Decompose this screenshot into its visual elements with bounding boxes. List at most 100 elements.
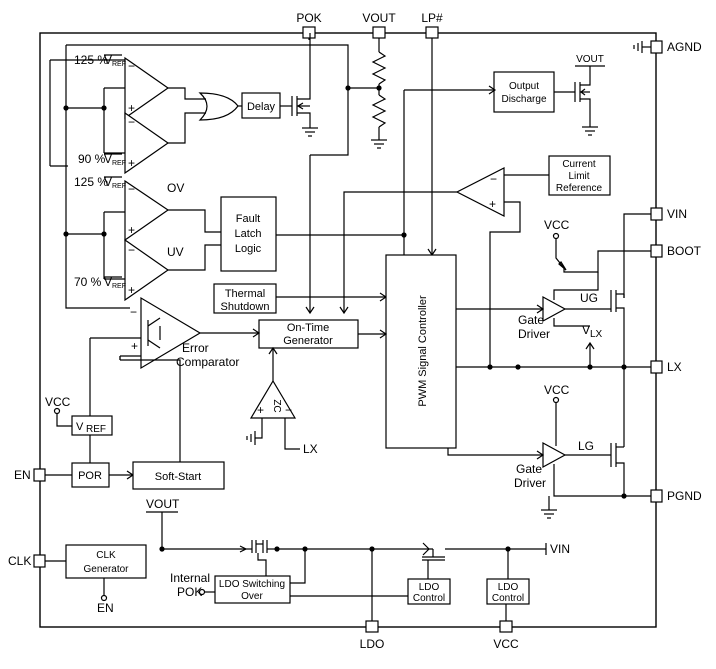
pin-en[interactable]: EN	[14, 468, 46, 482]
svg-text:BOOT: BOOT	[667, 244, 702, 258]
pin-vcc[interactable]: VCC	[493, 620, 519, 651]
label-70: 70 %	[74, 275, 102, 289]
agnd-ground-icon	[633, 41, 651, 53]
svg-text:V: V	[104, 53, 112, 67]
vref-block: V REF	[71, 415, 113, 436]
pin-lx[interactable]: LX	[650, 360, 682, 374]
svg-text:PGND: PGND	[667, 489, 702, 503]
svg-text:Driver: Driver	[518, 327, 550, 341]
svg-text:LX: LX	[590, 329, 603, 340]
svg-text:−: −	[285, 403, 292, 417]
vcc-mid-label: VCC	[544, 383, 570, 397]
high-side-mosfet-icon	[610, 290, 625, 367]
svg-text:Soft-Start: Soft-Start	[155, 471, 201, 483]
svg-text:REF: REF	[112, 61, 126, 68]
svg-text:V: V	[104, 275, 112, 289]
svg-text:−: −	[490, 172, 497, 186]
svg-text:EN: EN	[14, 468, 31, 482]
current-limit-amplifier: − +	[455, 167, 505, 217]
svg-text:Reference: Reference	[556, 183, 603, 194]
svg-text:+: +	[128, 223, 135, 237]
label-ov: OV	[167, 181, 184, 195]
pin-pok[interactable]: POK	[296, 11, 322, 39]
svg-text:LDO: LDO	[419, 582, 440, 593]
pok-mosfet-icon	[291, 33, 318, 137]
ug-gate-driver	[542, 272, 611, 327]
ldo-pass-mosfet-icon	[422, 548, 546, 579]
svg-text:VOUT: VOUT	[576, 54, 604, 65]
ldo-switching-over-block: LDO Switching Over	[214, 575, 291, 604]
svg-text:REF: REF	[112, 160, 126, 167]
svg-text:REF: REF	[112, 183, 126, 190]
svg-text:EN: EN	[97, 601, 114, 615]
label-125-b: 125 %	[74, 175, 108, 189]
label-125-a: 125 %	[74, 53, 108, 67]
current-limit-reference-block: Current Limit Reference	[548, 155, 611, 196]
svg-text:+: +	[128, 283, 135, 297]
svg-text:−: −	[128, 243, 135, 257]
error-comparator-label: Error	[182, 341, 209, 355]
pin-ldo[interactable]: LDO	[360, 620, 385, 651]
svg-text:LX: LX	[667, 360, 682, 374]
pin-lp[interactable]: LP#	[421, 11, 443, 39]
svg-text:V: V	[104, 175, 112, 189]
svg-text:AGND: AGND	[667, 40, 702, 54]
pin-agnd[interactable]: AGND	[650, 40, 702, 54]
chip-outline	[39, 32, 657, 628]
ug-label: UG	[580, 291, 598, 305]
ldo-control-block-1: LDO Control	[407, 578, 451, 605]
vout-resistor-divider	[348, 38, 387, 149]
svg-text:Discharge: Discharge	[501, 94, 546, 105]
fault-latch-logic-block: Fault Latch Logic	[220, 196, 277, 272]
clk-generator-block: CLK Generator	[65, 544, 147, 579]
svg-text:REF: REF	[112, 283, 126, 290]
on-time-generator-block: On-Time Generator	[258, 319, 359, 349]
svg-text:Fault: Fault	[236, 213, 260, 225]
svg-text:Thermal: Thermal	[225, 288, 265, 300]
svg-text:Driver: Driver	[514, 476, 546, 490]
svg-text:LP#: LP#	[421, 11, 443, 25]
svg-text:Control: Control	[492, 593, 524, 604]
svg-text:POR: POR	[78, 470, 102, 482]
svg-text:VOUT: VOUT	[362, 11, 396, 25]
pin-pgnd[interactable]: PGND	[650, 489, 702, 503]
delay-block: Delay	[241, 92, 281, 119]
vin-bottom-label: VIN	[550, 542, 570, 556]
svg-text:Over: Over	[241, 591, 263, 602]
svg-text:CLK: CLK	[96, 550, 116, 561]
lg-label: LG	[578, 439, 594, 453]
svg-text:Gate: Gate	[516, 462, 542, 476]
svg-text:V: V	[104, 152, 112, 166]
soft-start-block: Soft-Start	[132, 461, 225, 490]
svg-text:Generator: Generator	[283, 335, 333, 347]
vref-bus-wires	[49, 44, 349, 309]
thermal-shutdown-block: Thermal Shutdown	[213, 283, 277, 314]
svg-text:LDO Switching: LDO Switching	[219, 579, 285, 590]
svg-text:Current: Current	[562, 159, 596, 170]
pin-vin[interactable]: VIN	[650, 207, 687, 221]
ldo-control-block-2: LDO Control	[486, 578, 530, 605]
pin-vout[interactable]: VOUT	[362, 11, 396, 39]
svg-text:LDO: LDO	[360, 637, 385, 651]
svg-text:+: +	[489, 197, 496, 211]
comparator-ov: − +	[124, 179, 170, 242]
svg-text:V: V	[76, 421, 84, 433]
pin-clk[interactable]: CLK	[8, 554, 46, 568]
svg-text:Limit: Limit	[568, 171, 589, 182]
comparator-125-ov-pok: − +	[124, 56, 170, 120]
ldo-switch-mosfet-icon	[239, 540, 277, 567]
zc-comparator: ZC + −	[249, 379, 297, 419]
svg-text:Generator: Generator	[83, 564, 129, 575]
label-uv: UV	[167, 245, 184, 259]
internal-pok-label: Internal	[170, 571, 210, 585]
svg-text:POK: POK	[177, 585, 202, 599]
svg-text:−: −	[128, 59, 135, 73]
pwm-signal-controller-block: PWM Signal Controller	[385, 254, 457, 449]
svg-text:Comparator: Comparator	[176, 355, 239, 369]
ov-uv-wires	[168, 209, 221, 271]
pin-boot[interactable]: BOOT	[650, 244, 702, 258]
svg-text:Shutdown: Shutdown	[221, 301, 270, 313]
svg-text:LDO: LDO	[498, 582, 519, 593]
vcc-top-label: VCC	[544, 218, 570, 232]
